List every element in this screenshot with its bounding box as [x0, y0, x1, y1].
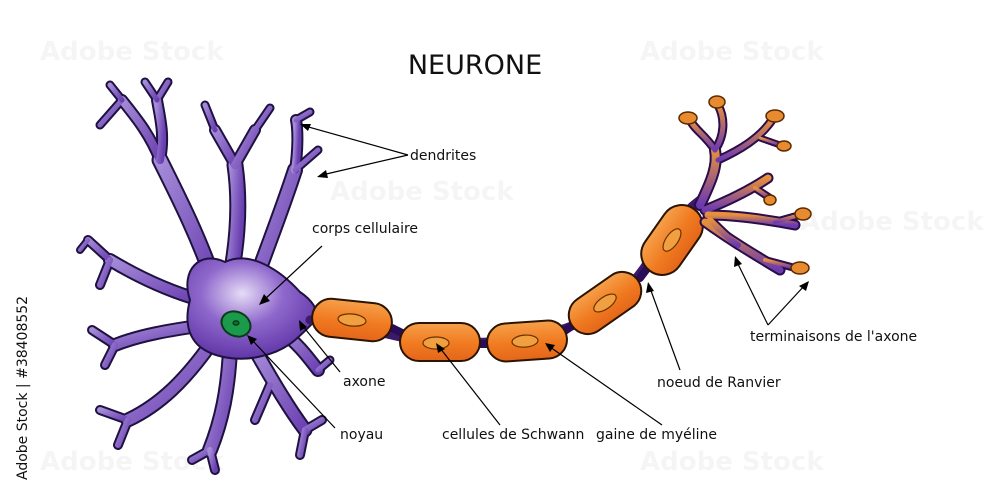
arrowhead: [545, 343, 555, 352]
schwann-cell: [640, 204, 704, 276]
label-noeud-ranvier: noeud de Ranvier: [657, 375, 781, 391]
arrow-noeud-ranvier: [649, 287, 681, 371]
arrow-terminaisons-1: [736, 261, 769, 326]
label-cellules-schwann: cellules de Schwann: [442, 427, 584, 443]
arrowhead: [247, 335, 257, 345]
label-axone: axone: [343, 374, 386, 390]
arrowhead: [299, 320, 307, 331]
arrowhead: [259, 294, 270, 305]
watermark: Adobe Stock: [330, 177, 514, 207]
node-of-ranvier: [388, 324, 406, 337]
arrow-noyau: [251, 339, 336, 429]
label-noyau: noyau: [340, 427, 383, 443]
stock-id-text: Adobe Stock | #38408552: [15, 296, 31, 480]
arrow-gaine-myeline: [549, 346, 663, 426]
arrowhead: [317, 170, 328, 178]
schwann-cell: [399, 322, 481, 362]
arrow-axone: [301, 324, 341, 373]
label-terminaisons: terminaisons de l'axone: [750, 329, 917, 345]
synaptic-buttons: [678, 95, 812, 275]
arrow-dendrites-1: [304, 125, 409, 156]
schwann-cell: [567, 270, 643, 336]
watermark: Adobe Stock: [640, 37, 824, 67]
arrow-dendrites-2: [321, 154, 409, 176]
axon-terminals: [678, 95, 812, 276]
arrowhead: [646, 282, 654, 293]
arrowhead: [436, 343, 445, 353]
axon: [305, 195, 705, 363]
schwann-cell: [486, 319, 568, 363]
node-of-ranvier: [636, 266, 650, 282]
arrowhead: [300, 124, 311, 131]
watermark: Adobe Stock: [40, 37, 224, 67]
arrow-terminaisons-2: [767, 284, 806, 326]
neuron-cell: [76, 77, 335, 475]
watermark: Adobe Stock: [800, 207, 984, 237]
watermark-pattern: Adobe Stock Adobe Stock Adobe Stock Adob…: [40, 37, 984, 477]
nucleolus: [232, 320, 240, 326]
arrowhead: [734, 256, 742, 267]
watermark: Adobe Stock: [640, 447, 824, 477]
label-corps-cellulaire: corps cellulaire: [312, 221, 418, 237]
arrowhead: [799, 281, 809, 291]
arrow-corps-cellulaire: [263, 245, 323, 301]
label-dendrites: dendrites: [410, 148, 476, 164]
terminal-branches-fill: [687, 102, 802, 274]
arrow-cellules-schwann: [439, 347, 501, 426]
diagram-title: NEURONE: [408, 50, 542, 81]
label-gaine-myeline: gaine de myéline: [596, 427, 717, 443]
schwann-cell: [311, 297, 393, 343]
